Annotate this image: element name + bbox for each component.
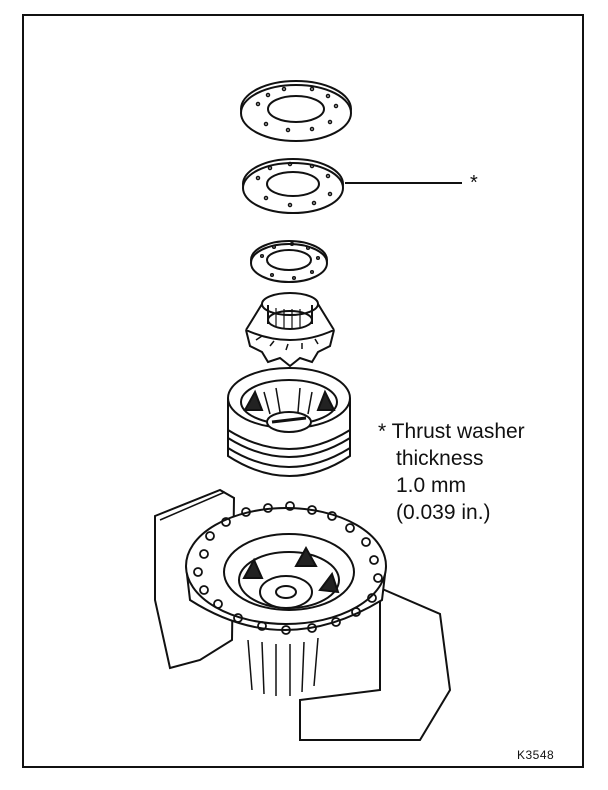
- note-line-4: (0.039 in.): [396, 501, 491, 524]
- small-washer: [250, 240, 328, 283]
- note-line-1: * Thrust washer: [378, 420, 525, 443]
- final-drive-housing: [185, 501, 387, 696]
- thrust-washer-note: * Thrust washer thickness 1.0 mm (0.039 …: [378, 418, 525, 526]
- figure-reference: K3548: [517, 748, 555, 762]
- note-line-2: thickness: [396, 447, 484, 470]
- callout-marker: *: [470, 172, 478, 194]
- differential-cage: [227, 367, 351, 477]
- note-line-3: 1.0 mm: [396, 474, 467, 497]
- thrust-washer: [242, 158, 344, 214]
- outer-washer: [240, 80, 352, 142]
- side-gear: [245, 292, 335, 368]
